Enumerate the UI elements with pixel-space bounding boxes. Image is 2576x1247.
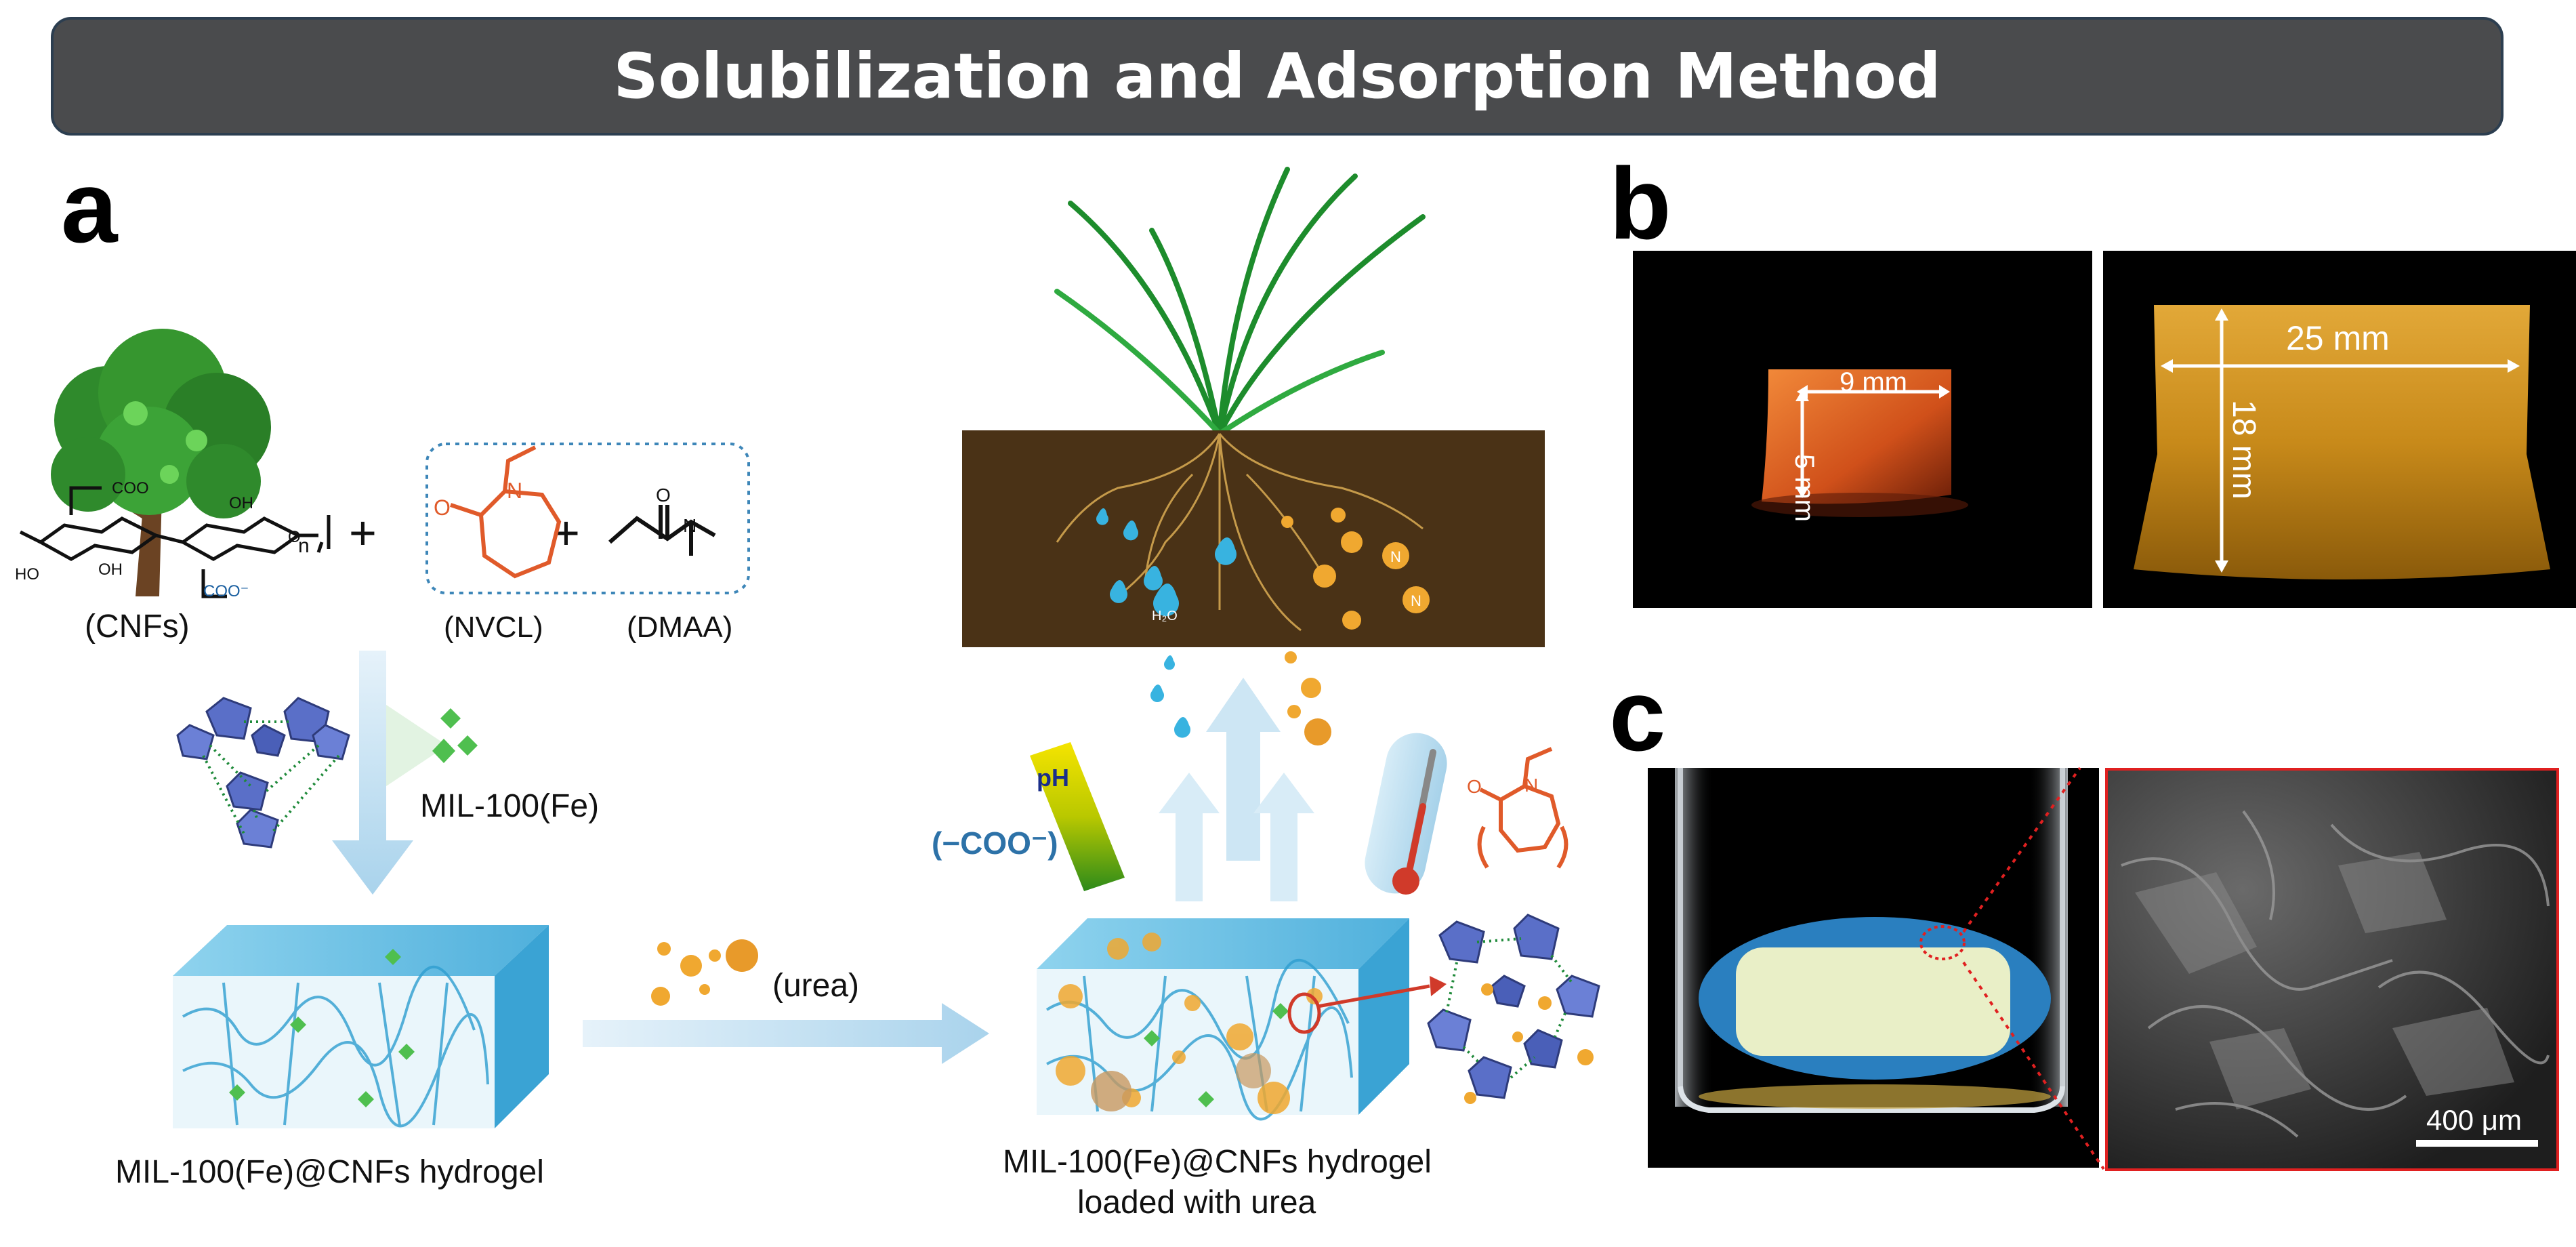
photo-small-gel: 9 mm 5 mm bbox=[1633, 251, 2092, 608]
plus-sign-1: + bbox=[349, 506, 377, 559]
scalebar-label: 400 μm bbox=[2426, 1104, 2522, 1136]
mof-cluster-loaded-icon bbox=[1427, 914, 1600, 1104]
label-coo: (−COO⁻) bbox=[932, 825, 1058, 861]
label-urea: (urea) bbox=[772, 968, 859, 1004]
dim-5mm: 5 mm bbox=[1789, 454, 1819, 522]
thermometer-icon bbox=[1365, 733, 1447, 895]
dmaa-structure bbox=[608, 505, 716, 556]
label-dmaa: (DMAA) bbox=[627, 611, 732, 644]
label-n-2: N bbox=[1411, 592, 1421, 609]
soil-block bbox=[962, 430, 1545, 647]
tree-icon bbox=[51, 329, 271, 596]
dim-25mm: 25 mm bbox=[2286, 319, 2390, 357]
chem-o-pnvcl: O bbox=[1467, 776, 1482, 797]
photo-large-gel: 25 mm 18 mm bbox=[2103, 251, 2576, 608]
down-arrow bbox=[332, 651, 413, 895]
pnvcl-structure bbox=[1477, 747, 1569, 869]
dim-9mm: 9 mm bbox=[1840, 367, 1907, 397]
label-cnfs: (CNFs) bbox=[85, 609, 190, 645]
hydrogel-block-left bbox=[173, 925, 549, 1128]
chem-oh-1: OH bbox=[229, 494, 253, 512]
cnf-structure bbox=[19, 486, 331, 598]
dim-18mm: 18 mm bbox=[2226, 400, 2262, 499]
label-n-1: N bbox=[1390, 548, 1401, 565]
chem-n-dmaa: N bbox=[683, 515, 697, 536]
label-ph: pH bbox=[1037, 764, 1069, 792]
label-h2o: H₂O bbox=[1152, 609, 1178, 624]
hydrogel-block-right bbox=[1037, 918, 1447, 1121]
up-arrow-3 bbox=[1253, 773, 1314, 901]
chem-n-pnvcl: N bbox=[1524, 775, 1538, 796]
label-mil: MIL-100(Fe) bbox=[420, 788, 599, 824]
panel-label-c: c bbox=[1609, 658, 1666, 772]
nvcl-structure bbox=[450, 445, 562, 579]
chem-oh-2: OH bbox=[98, 560, 123, 579]
ph-strip bbox=[1030, 742, 1125, 891]
label-loaded-line1: MIL-100(Fe)@CNFs hydrogel bbox=[1003, 1144, 1432, 1180]
plant-icon bbox=[1054, 167, 1426, 436]
sem-image: 400 μm bbox=[2105, 768, 2559, 1171]
chem-n: N bbox=[507, 478, 522, 503]
chem-sub-n: n bbox=[298, 535, 310, 557]
chem-ho: HO bbox=[15, 565, 39, 584]
right-arrow bbox=[583, 1003, 989, 1064]
up-arrow-2 bbox=[1159, 773, 1220, 901]
chem-o: O bbox=[288, 528, 301, 546]
chem-o-dmaa: O bbox=[656, 485, 671, 506]
photo-vial bbox=[1648, 768, 2099, 1168]
scheme-a: COO OH HO OH COO⁻ n O + + N O O N (CNFs)… bbox=[15, 167, 1600, 1221]
up-arrow-1 bbox=[1206, 678, 1281, 861]
mof-cluster-icon bbox=[176, 697, 350, 849]
chem-coo-1: COO bbox=[112, 479, 149, 497]
mil-crystal-1 bbox=[440, 708, 461, 729]
panel-label-b: b bbox=[1609, 146, 1671, 260]
mil-crystal-2 bbox=[432, 739, 455, 763]
panel-label-a: a bbox=[61, 150, 118, 264]
water-drops bbox=[1096, 508, 1237, 603]
label-hydrogel: MIL-100(Fe)@CNFs hydrogel bbox=[115, 1154, 544, 1190]
mil-crystal-3 bbox=[457, 735, 478, 756]
label-nvcl: (NVCL) bbox=[444, 611, 543, 644]
title-banner: Solubilization and Adsorption Method bbox=[51, 17, 2504, 136]
chem-coo-2: COO⁻ bbox=[203, 582, 249, 600]
page-title: Solubilization and Adsorption Method bbox=[613, 40, 1941, 113]
monomer-box bbox=[425, 443, 750, 594]
chem-o-nvcl: O bbox=[434, 495, 451, 520]
nitrogen-particles bbox=[1281, 508, 1430, 630]
label-loaded-line2: loaded with urea bbox=[1077, 1185, 1316, 1221]
